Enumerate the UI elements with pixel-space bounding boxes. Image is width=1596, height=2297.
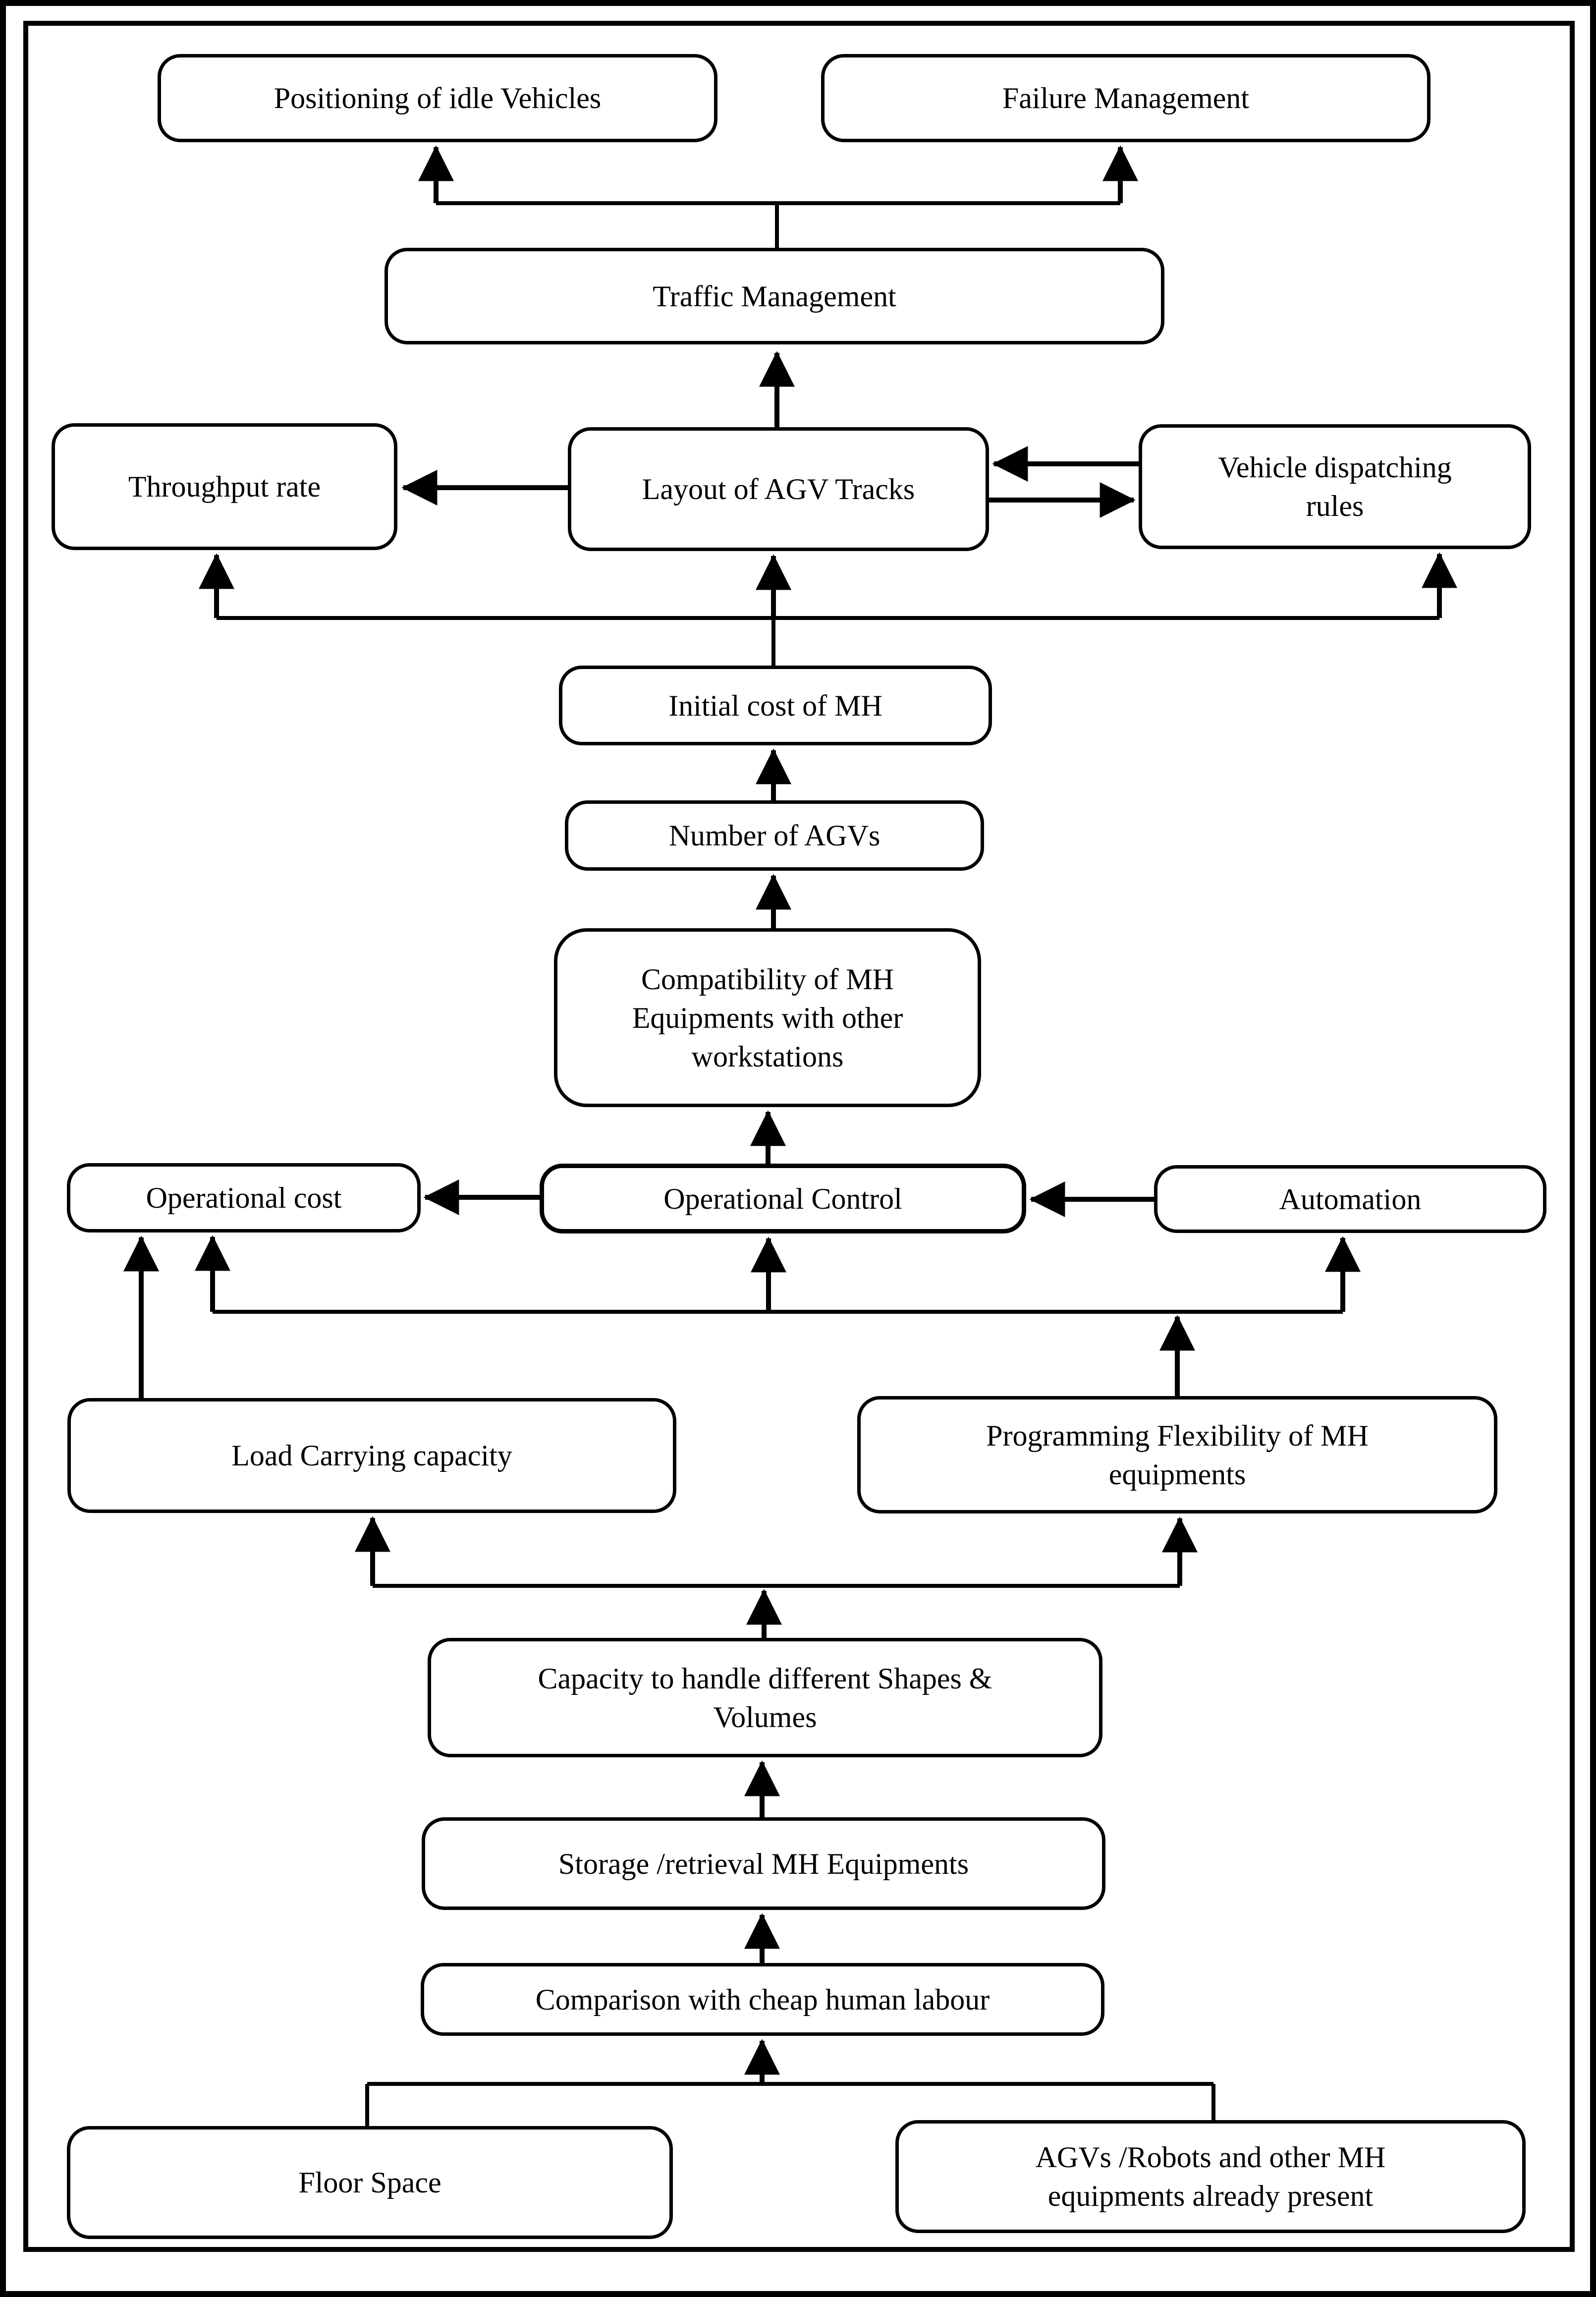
node-automation: Automation: [1154, 1165, 1546, 1233]
node-vehicle-dispatching-rules: Vehicle dispatching rules: [1139, 424, 1531, 549]
node-label: Layout of AGV Tracks: [642, 473, 915, 505]
node-operational-cost: Operational cost: [67, 1163, 421, 1233]
node-label: Compatibility of MH Equipments with othe…: [632, 962, 903, 1073]
node-label: Storage /retrieval MH Equipments: [558, 1847, 969, 1880]
node-label: AGVs /Robots and other MH equipments alr…: [1035, 2141, 1386, 2212]
node-label: Floor Space: [298, 2166, 441, 2199]
node-traffic-management: Traffic Management: [385, 248, 1164, 344]
node-label: Traffic Management: [653, 280, 896, 313]
node-label: Vehicle dispatching rules: [1218, 451, 1452, 522]
node-label: Capacity to handle different Shapes & Vo…: [538, 1662, 992, 1734]
node-capacity-to-handle-shapes-volumes: Capacity to handle different Shapes & Vo…: [428, 1638, 1102, 1757]
node-layout-of-agv-tracks: Layout of AGV Tracks: [568, 427, 989, 551]
node-storage-retrieval-mh-equipments: Storage /retrieval MH Equipments: [422, 1817, 1105, 1910]
node-floor-space: Floor Space: [67, 2126, 673, 2239]
node-programming-flexibility: Programming Flexibility of MH equipments: [857, 1396, 1497, 1513]
node-label: Comparison with cheap human labour: [535, 1983, 990, 2016]
node-throughput-rate: Throughput rate: [52, 423, 397, 550]
node-label: Throughput rate: [128, 470, 321, 503]
node-label: Positioning of idle Vehicles: [274, 82, 602, 114]
node-operational-control: Operational Control: [540, 1164, 1026, 1233]
node-load-carrying-capacity: Load Carrying capacity: [67, 1398, 676, 1513]
node-compatibility-of-mh-equipments: Compatibility of MH Equipments with othe…: [554, 928, 981, 1107]
node-number-of-agvs: Number of AGVs: [565, 800, 984, 871]
node-failure-management: Failure Management: [821, 54, 1431, 142]
node-label: Number of AGVs: [668, 819, 881, 852]
node-label: Programming Flexibility of MH equipments: [986, 1419, 1369, 1491]
node-label: Operational cost: [146, 1181, 342, 1214]
node-agvs-robots-already-present: AGVs /Robots and other MH equipments alr…: [895, 2120, 1526, 2233]
node-label: Failure Management: [1002, 82, 1250, 114]
node-label: Operational Control: [663, 1182, 902, 1215]
node-label: Initial cost of MH: [668, 689, 882, 722]
node-positioning-of-idle-vehicles: Positioning of idle Vehicles: [158, 54, 717, 142]
node-initial-cost-of-mh: Initial cost of MH: [559, 666, 992, 745]
node-comparison-cheap-human-labour: Comparison with cheap human labour: [421, 1963, 1104, 2036]
node-label: Load Carrying capacity: [231, 1439, 512, 1472]
node-label: Automation: [1279, 1182, 1422, 1216]
